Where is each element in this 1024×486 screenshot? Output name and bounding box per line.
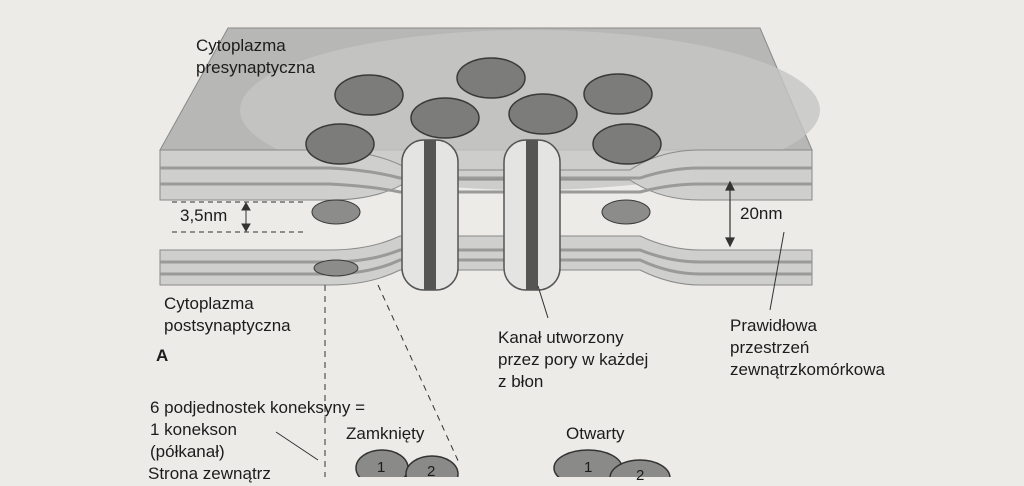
leader-lines [275, 231, 785, 477]
subunit-2-open: 2 [636, 467, 645, 484]
connexin-label-3: (półkanał) [150, 442, 225, 461]
gap-dimension [172, 201, 305, 233]
panel-letter: A [156, 346, 169, 365]
postsynaptic-label-2: postsynaptyczna [164, 316, 291, 335]
postsynaptic-membrane [159, 235, 813, 286]
connexin-label-1: 6 podjednostek koneksyny = [150, 398, 366, 417]
subunit-2-closed: 2 [427, 463, 436, 480]
open-connexon [553, 449, 671, 477]
connexon [583, 73, 653, 115]
connexon [456, 57, 526, 99]
presynaptic-label-2: presynaptyczna [196, 58, 316, 77]
connexon [410, 97, 480, 139]
connexon [334, 74, 404, 116]
pore-channels [401, 139, 561, 291]
subunit-1-closed: 1 [377, 459, 386, 476]
outer-side-label: Strona zewnątrz [148, 464, 271, 483]
extracellular-label-1: Prawidłowa [730, 316, 817, 335]
connexin-label-2: 1 konekson [150, 420, 237, 439]
presynaptic-label-1: Cytoplazma [196, 36, 286, 55]
gap-width-label: 3,5nm [180, 206, 228, 225]
subunit-1-open: 1 [584, 459, 593, 476]
connexon [508, 93, 578, 135]
pore-channel-label-3: z błon [498, 372, 544, 391]
space-dimension [725, 180, 735, 248]
pore-channel-label-1: Kanał utworzony [498, 328, 624, 347]
postsynaptic-label-1: Cytoplazma [164, 294, 254, 313]
closed-connexon [355, 449, 459, 477]
extracellular-label-3: zewnątrzkomórkowa [730, 360, 885, 379]
presynaptic-membrane [159, 27, 820, 201]
closed-label: Zamknięty [346, 424, 425, 443]
gap-connexons [311, 199, 651, 277]
open-label: Otwarty [566, 424, 625, 443]
space-width-label: 20nm [740, 204, 783, 223]
connexon-domes [305, 57, 662, 165]
connexon [592, 123, 662, 165]
extracellular-label-2: przestrzeń [730, 338, 810, 357]
connexon [305, 123, 375, 165]
pore-channel-label-2: przez pory w każdej [498, 350, 649, 369]
